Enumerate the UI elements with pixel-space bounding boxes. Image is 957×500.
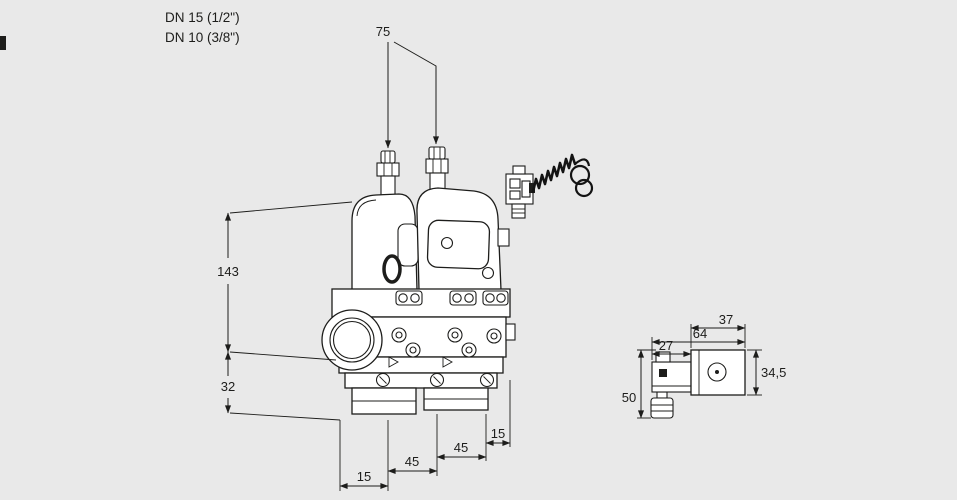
- front-view: [321, 146, 516, 415]
- coiled-cable-icon: [531, 153, 577, 194]
- dim-total-height: 143: [217, 264, 239, 279]
- dim-bottom-2: 45: [405, 454, 419, 469]
- dim-side-right: 37: [719, 312, 733, 327]
- hex-nut-icon: [650, 391, 674, 419]
- dim-bottom-3: 45: [454, 440, 468, 455]
- dim-side-height: 34,5: [761, 365, 786, 380]
- flow-arrow-icon: [388, 356, 399, 368]
- dimensions-side: 37 64 27 34,5 50: [622, 312, 786, 419]
- valve-stem-left-icon: [376, 150, 400, 197]
- flange-bolt-icon: [375, 372, 391, 388]
- dn-label-2: DN 10 (3/8"): [165, 30, 240, 45]
- coil-ring-icon: [382, 254, 402, 284]
- dim-bottom-1: 15: [357, 469, 371, 484]
- valve-stem-right-icon: [425, 146, 449, 192]
- nameplate: [426, 219, 491, 270]
- dn-label-1: DN 15 (1/2"): [165, 10, 240, 25]
- side-view: [650, 349, 746, 419]
- dim-flange-height: 32: [221, 379, 235, 394]
- dim-side-total: 64: [693, 326, 707, 341]
- actuator-right: [416, 187, 510, 291]
- flange-bolt-icon: [429, 372, 445, 388]
- inlet-flange: [321, 309, 383, 371]
- flow-arrow-icon: [442, 356, 453, 368]
- dim-stem-spacing: 75: [376, 24, 390, 39]
- cable-plug: [505, 153, 594, 219]
- dimensions-front: 75 143 32 15 45 45 15: [217, 24, 511, 491]
- actuator-left: [351, 193, 419, 291]
- dim-side-left: 27: [659, 338, 673, 353]
- dim-side-total-height: 50: [622, 390, 636, 405]
- page-edge-marker: [0, 36, 6, 50]
- flange-bolt-icon: [479, 372, 495, 388]
- dim-bottom-4: 15: [491, 426, 505, 441]
